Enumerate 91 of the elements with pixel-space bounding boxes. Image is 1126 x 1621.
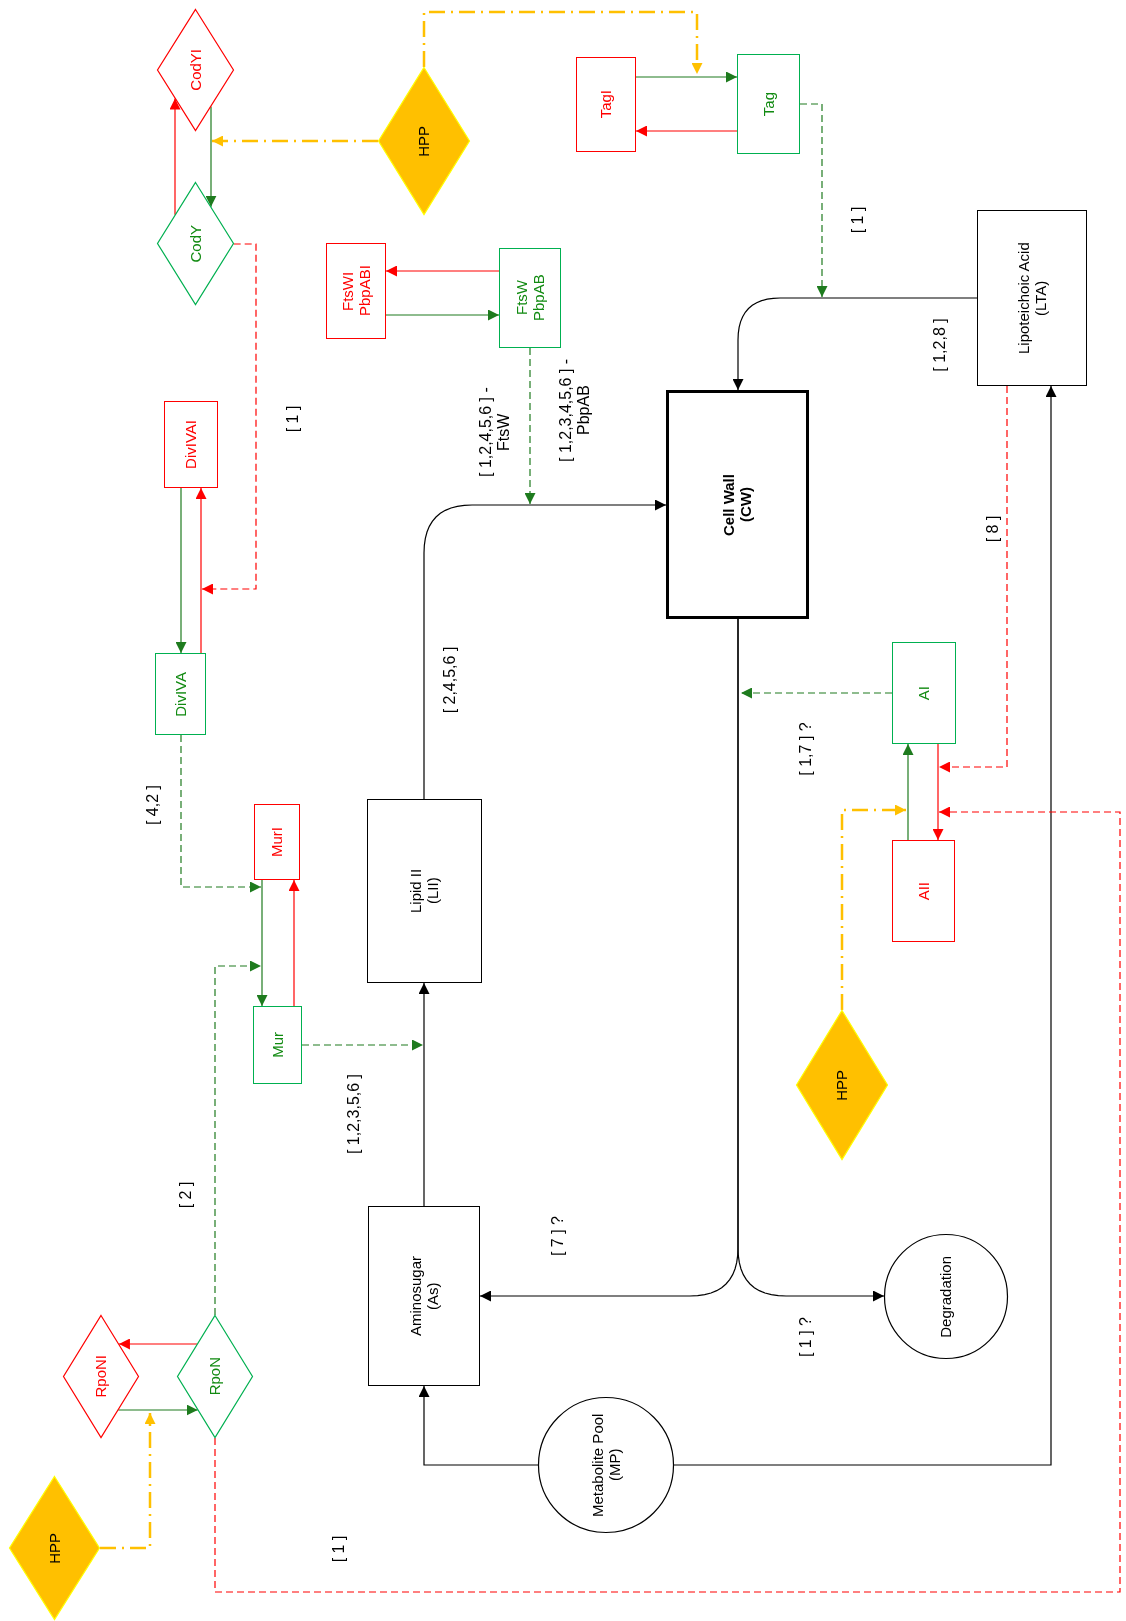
- dashed-arrow: [201, 243, 257, 595]
- process-box: [254, 804, 300, 880]
- arrow: [418, 982, 430, 1207]
- node-label: Mur: [268, 1032, 287, 1058]
- node-label: CodYI: [186, 49, 205, 91]
- decision-diamond: [63, 1315, 139, 1438]
- node-label: HPP: [833, 1069, 851, 1101]
- node-label: CodY: [186, 224, 205, 263]
- reference-label: [ 1,2,3,4,5,6 ] - PbpAB: [556, 357, 593, 463]
- reference-label: [ 1 ] ?: [796, 1317, 815, 1357]
- process-box: [253, 1006, 302, 1084]
- node-label: DivIVAI: [182, 420, 200, 469]
- dashed-arrow: [214, 806, 1121, 1593]
- process-box: [367, 799, 482, 983]
- process-box: [499, 248, 561, 348]
- arrow: [932, 743, 944, 841]
- dashed-arrow: [799, 103, 828, 298]
- node-label: Lipoteichoic Acid (LTA): [1014, 241, 1050, 356]
- dashed-arrow: [212, 135, 378, 147]
- arrow: [635, 71, 738, 83]
- dashed-arrow: [180, 734, 262, 893]
- arrow: [635, 125, 738, 137]
- dashed-arrow: [840, 804, 906, 1010]
- reference-label: [ 8 ]: [983, 515, 1002, 543]
- process-box: [977, 210, 1087, 386]
- node-label: RpoN: [206, 1357, 224, 1396]
- dashed-arrow: [422, 10, 703, 74]
- node-label: Degradation: [937, 1255, 955, 1338]
- decision-diamond: [796, 1010, 888, 1160]
- reference-label: [ 2,4,5,6 ]: [440, 646, 459, 714]
- process-box: [368, 1206, 480, 1386]
- reference-label: [ 1,2,3,5,6 ]: [344, 1073, 363, 1155]
- arrow: [256, 879, 268, 1007]
- reference-label: [ 7 ] ?: [548, 1216, 567, 1256]
- reference-label: [ 1 ]: [848, 206, 867, 234]
- process-box: [892, 642, 956, 744]
- arrow: [732, 297, 978, 391]
- arrow: [205, 105, 217, 208]
- node-label: Tag: [759, 91, 778, 117]
- node-label: Lipid II (LII): [407, 867, 442, 916]
- dashed-arrow: [740, 687, 893, 699]
- node-label: Aminosugar (As): [406, 1255, 442, 1339]
- state-circle: [538, 1397, 674, 1533]
- process-box: [576, 57, 636, 152]
- process-box: [326, 243, 386, 339]
- arrow: [385, 309, 500, 321]
- node-label: RpoNI: [92, 1355, 110, 1398]
- arrow: [385, 265, 500, 277]
- arrow: [423, 499, 667, 800]
- decision-diamond: [9, 1476, 100, 1620]
- reference-label: [ 1,2,8 ]: [930, 318, 949, 372]
- node-label: AII: [914, 881, 933, 901]
- arrow: [288, 879, 300, 1007]
- decision-diamond: [157, 9, 234, 131]
- process-box: [737, 54, 800, 154]
- decision-diamond: [157, 182, 234, 305]
- decision-diamond: [378, 67, 470, 215]
- node-label: MurI: [268, 827, 286, 857]
- dashed-arrow: [524, 347, 536, 505]
- reference-label: [ 4,2 ]: [143, 785, 162, 825]
- process-box: [155, 653, 206, 735]
- node-label: AI: [915, 685, 933, 701]
- node-label: FtsW PbpAB: [512, 273, 548, 324]
- dashed-arrow: [301, 1039, 424, 1051]
- reference-label: [ 1 ]: [329, 1535, 348, 1563]
- node-label: DivIVA: [171, 671, 190, 717]
- process-box: [164, 401, 218, 488]
- node-label: TagI: [597, 90, 615, 119]
- process-box: [666, 390, 809, 619]
- state-circle: [884, 1234, 1008, 1359]
- node-label: FtsWI PbpABI: [338, 264, 374, 319]
- node-label: HPP: [415, 125, 433, 157]
- arrow: [673, 385, 1057, 1466]
- arrow: [118, 1338, 198, 1350]
- arrow: [418, 1385, 539, 1466]
- node-label: HPP: [45, 1532, 64, 1564]
- reference-label: [ 2 ]: [176, 1181, 195, 1209]
- decision-diamond: [177, 1315, 253, 1438]
- dashed-arrow: [214, 960, 262, 1316]
- node-label: Metabolite Pool (MP): [588, 1412, 624, 1519]
- reference-label: [ 1,2,4,5,6 ] - FtsW: [476, 387, 513, 477]
- reference-label: [ 1,7 ] ?: [796, 722, 815, 776]
- process-box: [892, 840, 955, 942]
- reference-label: [ 1 ]: [283, 405, 302, 433]
- arrow: [195, 487, 207, 654]
- arrow: [737, 618, 885, 1302]
- dashed-arrow: [100, 1413, 156, 1550]
- arrow: [175, 487, 187, 654]
- arrow: [902, 743, 914, 841]
- node-label: Cell Wall (CW): [720, 472, 755, 538]
- dashed-arrow: [938, 385, 1008, 773]
